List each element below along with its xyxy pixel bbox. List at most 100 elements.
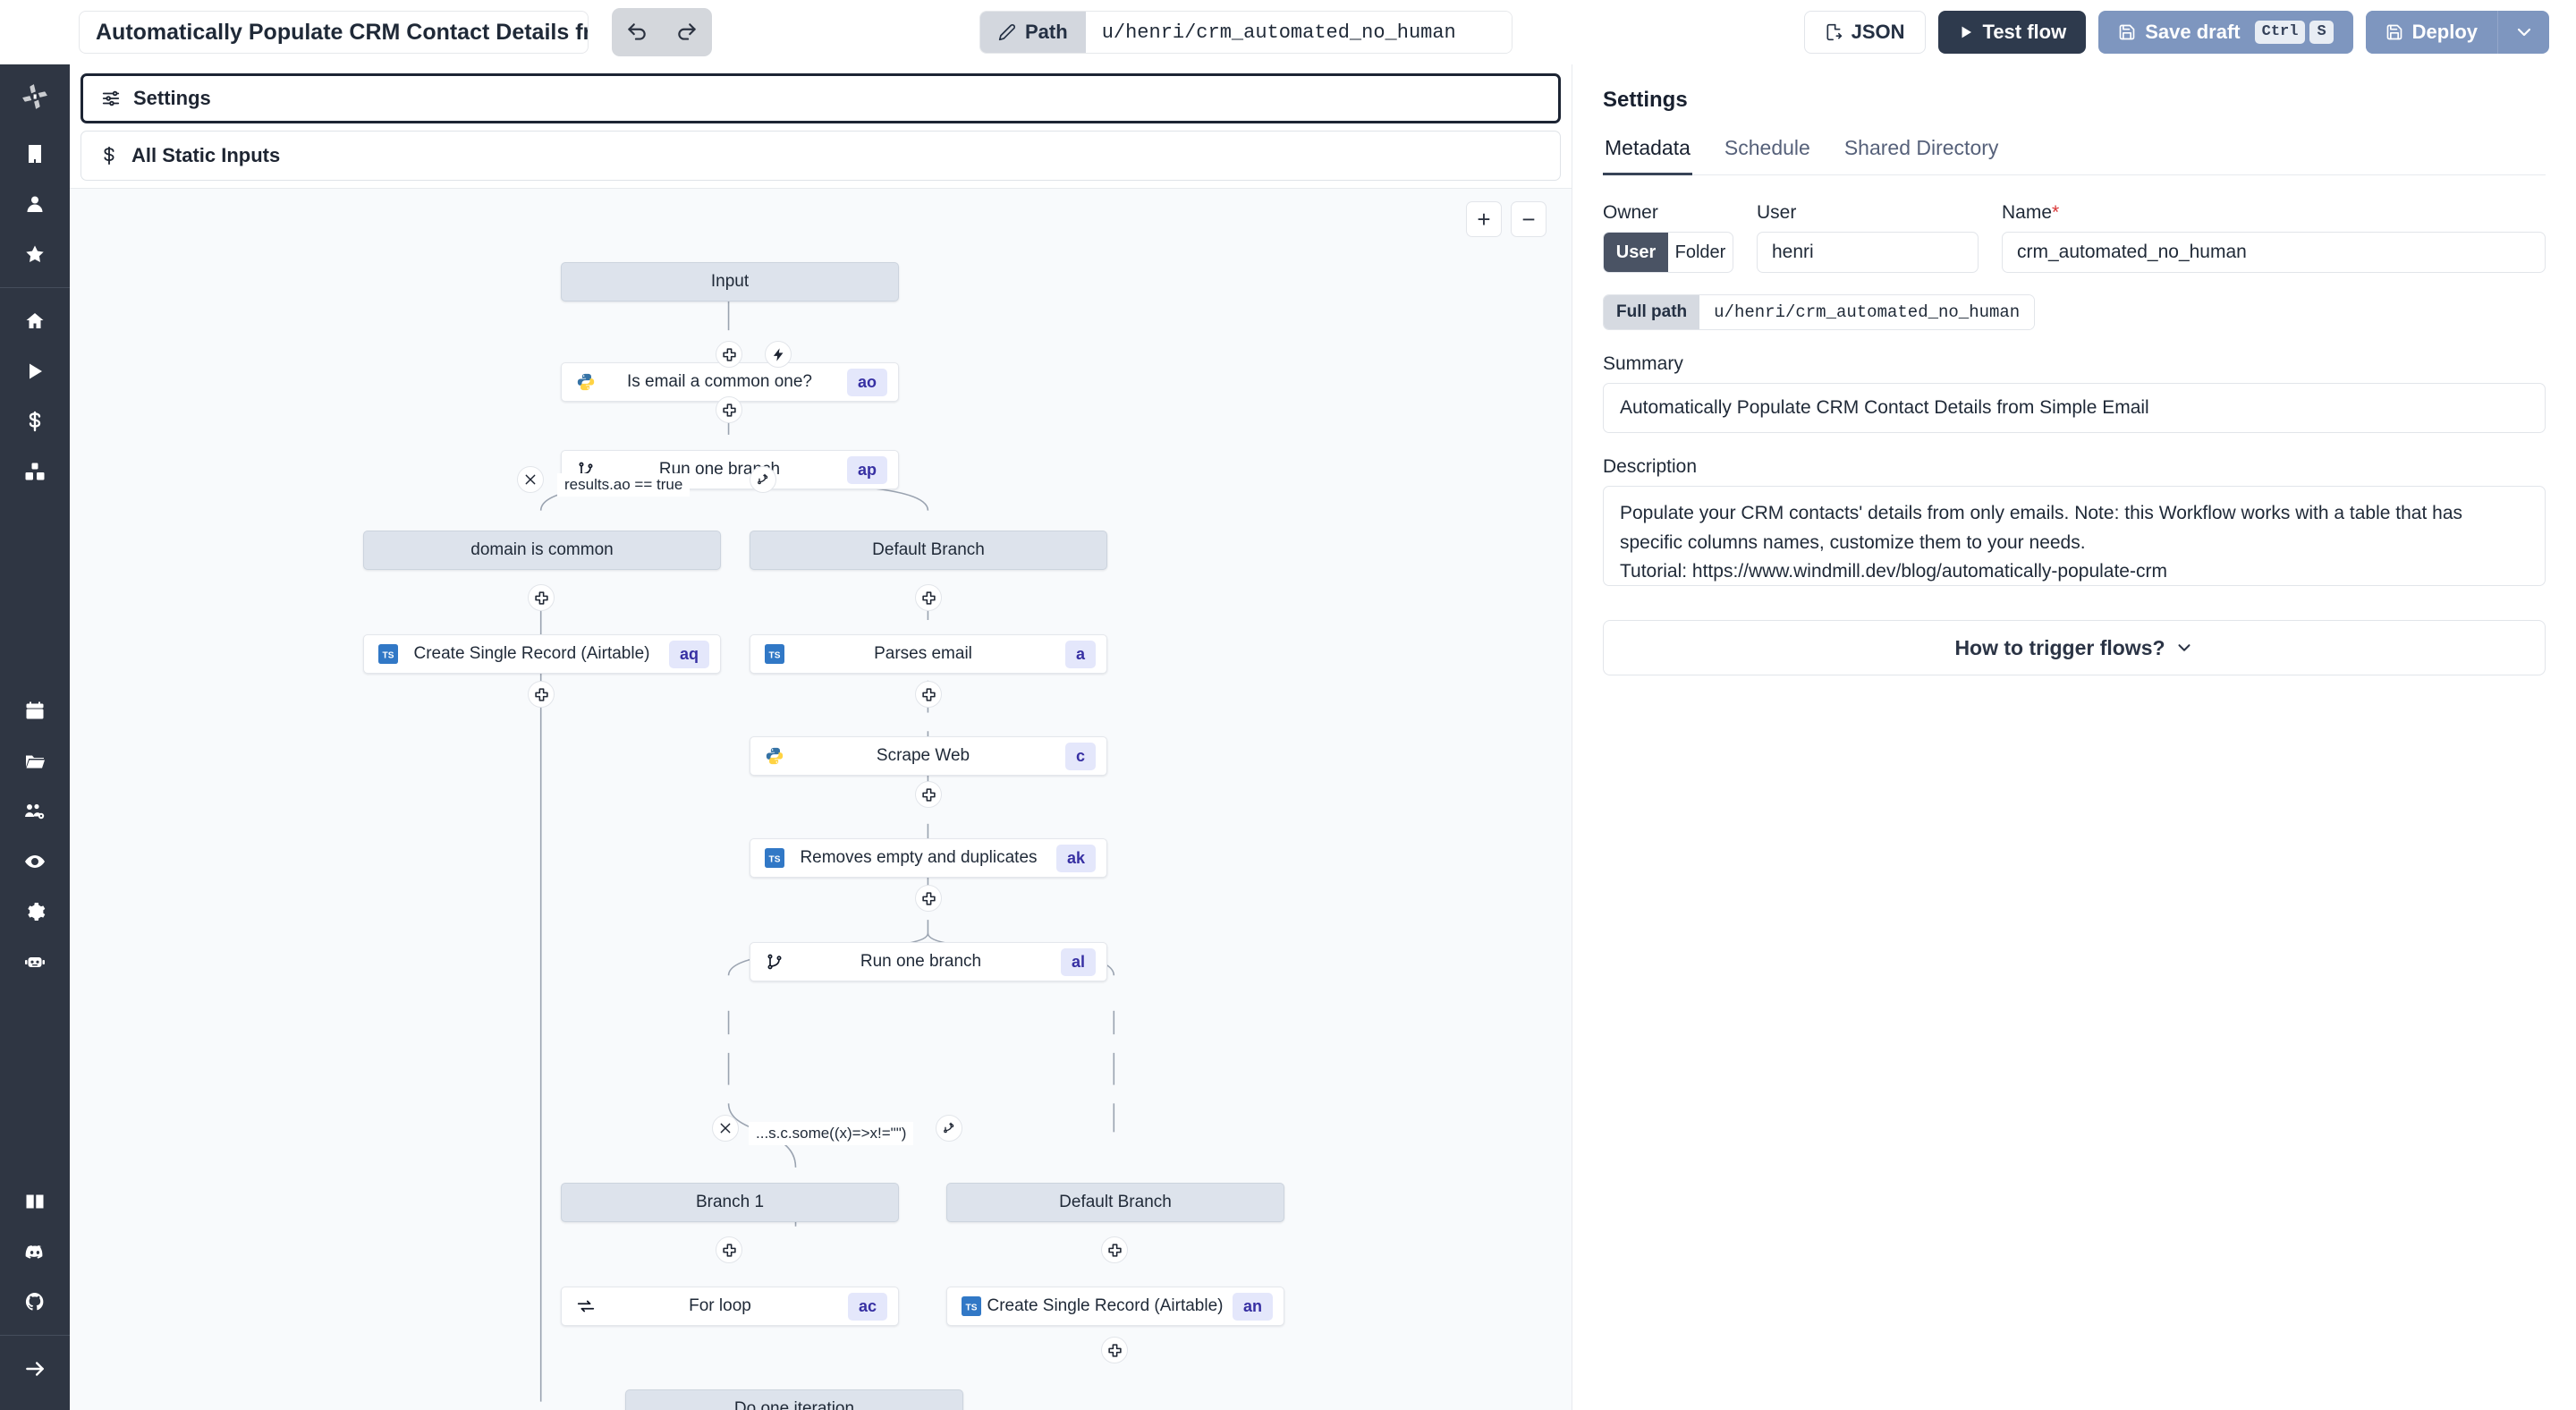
path-field[interactable]: Path u/henri/crm_automated_no_human (979, 11, 1513, 54)
node-step-an[interactable]: TS Create Single Record (Airtable) an (946, 1287, 1284, 1326)
sidebar-item-groups[interactable] (0, 786, 70, 837)
settings-bar[interactable]: Settings (80, 73, 1561, 123)
pencil-icon (998, 24, 1015, 41)
node-branch-domain-is-common[interactable]: domain is common (363, 531, 721, 570)
how-to-trigger-flows-button[interactable]: How to trigger flows? (1603, 620, 2546, 675)
add-step-handle[interactable] (1101, 1236, 1128, 1263)
node-input[interactable]: Input (561, 262, 899, 302)
add-step-handle[interactable] (716, 1236, 742, 1263)
add-step-handle[interactable] (716, 341, 742, 368)
node-step-ak[interactable]: TS Removes empty and duplicates ak (750, 838, 1107, 878)
user-input[interactable]: henri (1757, 232, 1979, 273)
how-to-trigger-label: How to trigger flows? (1954, 635, 2165, 659)
branch-condition-2[interactable]: ...s.c.some((x)=>x!="") (749, 1122, 914, 1145)
book-icon (26, 1194, 44, 1209)
redo-icon[interactable] (667, 13, 707, 52)
python-icon (761, 746, 788, 766)
zoom-out-button[interactable]: − (1511, 201, 1546, 237)
save-draft-button[interactable]: Save draft Ctrl S (2098, 11, 2353, 54)
node-step-al[interactable]: Run one branch al (750, 942, 1107, 981)
add-step-handle[interactable] (915, 584, 942, 611)
ts-icon: TS (761, 644, 788, 664)
node-step-aq[interactable]: TS Create Single Record (Airtable) aq (363, 634, 721, 674)
deploy-button[interactable]: Deploy (2365, 11, 2497, 54)
discord-icon (25, 1245, 43, 1259)
python-glyph (766, 747, 784, 765)
sidebar-item-folders[interactable] (0, 736, 70, 786)
trigger-bolt-handle[interactable] (765, 341, 792, 368)
sidebar-item-favorites[interactable] (0, 229, 70, 279)
test-flow-button[interactable]: Test flow (1937, 11, 2087, 54)
owner-option-user[interactable]: User (1604, 233, 1668, 272)
path-value[interactable]: u/henri/crm_automated_no_human (1085, 12, 1512, 53)
node-do-one-iteration[interactable]: Do one iteration (625, 1389, 963, 1410)
add-step-handle[interactable] (528, 584, 555, 611)
branch-condition-1[interactable]: results.ao == true (557, 473, 691, 497)
summary-label: Summary (1603, 353, 1683, 374)
static-inputs-bar[interactable]: All Static Inputs (80, 131, 1561, 181)
add-branch-handle[interactable] (936, 1115, 962, 1142)
settings-panel: Settings Metadata Schedule Shared Direct… (1572, 64, 2576, 1410)
zoom-in-button[interactable]: + (1466, 201, 1502, 237)
sidebar-item-variables[interactable] (0, 396, 70, 446)
add-step-handle[interactable] (915, 885, 942, 912)
tab-shared-directory[interactable]: Shared Directory (1843, 136, 1999, 159)
json-button[interactable]: JSON (1803, 11, 1926, 54)
windmill-logo-icon[interactable] (0, 64, 70, 129)
sidebar-item-audit-logs[interactable] (0, 837, 70, 887)
description-textarea[interactable]: Populate your CRM contacts' details from… (1603, 486, 2546, 586)
summary-input[interactable]: Automatically Populate CRM Contact Detai… (1603, 383, 2546, 433)
sidebar-item-discord[interactable] (0, 1227, 70, 1277)
settings-panel-title: Settings (1603, 88, 1688, 112)
tab-schedule[interactable]: Schedule (1724, 136, 1810, 159)
settings-bar-label: Settings (133, 87, 211, 109)
owner-label: Owner (1603, 202, 1658, 223)
delete-branch-handle[interactable] (712, 1115, 739, 1142)
undo-icon[interactable] (617, 13, 657, 52)
plus-icon (534, 687, 548, 701)
add-branch-handle[interactable] (750, 466, 776, 493)
expand-sidebar-button[interactable] (0, 1344, 70, 1394)
sidebar-item-runs[interactable] (0, 346, 70, 396)
flow-graph-canvas[interactable]: + − (70, 188, 1572, 1410)
node-step-ac[interactable]: For loop ac (561, 1287, 899, 1326)
required-marker: * (2052, 202, 2060, 223)
dollar-icon (29, 411, 41, 432)
add-step-handle[interactable] (528, 681, 555, 708)
flow-graph: Input Is email a common one? ao (70, 189, 1572, 1410)
node-step-ao[interactable]: Is email a common one? ao (561, 362, 899, 402)
sidebar-item-github[interactable] (0, 1277, 70, 1327)
sidebar-item-home[interactable] (0, 296, 70, 346)
save-draft-label: Save draft (2145, 21, 2241, 43)
owner-option-folder[interactable]: Folder (1674, 242, 1726, 262)
user-field-group: User henri (1757, 202, 1979, 273)
node-branch-default-2[interactable]: Default Branch (946, 1183, 1284, 1222)
node-step-c[interactable]: Scrape Web c (750, 736, 1107, 776)
plus-icon (534, 590, 548, 605)
deploy-dropdown-button[interactable] (2497, 11, 2549, 54)
dollar-icon (104, 146, 114, 166)
sidebar-item-schedules[interactable] (0, 686, 70, 736)
full-path-field[interactable]: Full path u/henri/crm_automated_no_human (1603, 294, 2036, 330)
sidebar-item-resources[interactable] (0, 446, 70, 497)
save-icon (2386, 24, 2402, 40)
kbd-s: S (2309, 20, 2334, 45)
node-branch-1[interactable]: Branch 1 (561, 1183, 899, 1222)
sidebar-item-user[interactable] (0, 179, 70, 229)
sidebar-item-settings[interactable] (0, 887, 70, 937)
add-step-handle[interactable] (716, 396, 742, 423)
delete-branch-handle[interactable] (517, 466, 544, 493)
sidebar-item-docs[interactable] (0, 1176, 70, 1227)
add-step-handle[interactable] (915, 781, 942, 808)
node-step-a[interactable]: TS Parses email a (750, 634, 1107, 674)
add-step-handle[interactable] (1101, 1337, 1128, 1363)
add-step-handle[interactable] (915, 681, 942, 708)
deploy-label: Deploy (2411, 21, 2478, 43)
tab-metadata[interactable]: Metadata (1603, 132, 1692, 175)
typescript-glyph: TS (962, 1296, 981, 1316)
sidebar-item-workers[interactable] (0, 937, 70, 987)
sidebar-item-workspace[interactable] (0, 129, 70, 179)
flow-title-input[interactable]: Automatically Populate CRM Contact Detai… (79, 11, 589, 54)
node-branch-default[interactable]: Default Branch (750, 531, 1107, 570)
name-input[interactable]: crm_automated_no_human (2002, 232, 2546, 273)
